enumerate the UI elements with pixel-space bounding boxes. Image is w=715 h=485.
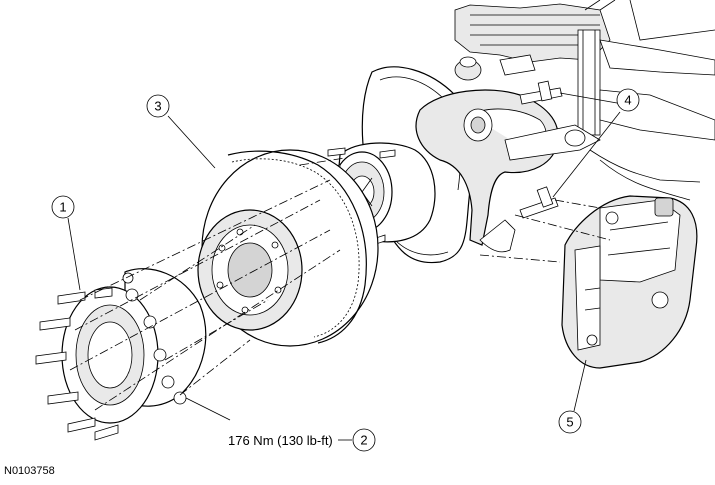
hub-assembly [35,268,207,441]
callout-3-label: 3 [154,99,161,114]
callout-2: 2 176 Nm (130 lb-ft) [185,397,376,452]
brake-caliper [561,195,698,369]
callout-2-label: 2 [360,433,367,448]
caliper-bolt [519,186,559,219]
callout-4-label: 4 [624,93,631,108]
torque-spec: 176 Nm (130 lb-ft) [228,433,333,448]
callout-3: 3 [146,94,216,169]
callout-5-label: 5 [566,415,573,430]
brake-rotor [197,149,379,347]
callout-1: 1 [51,195,81,291]
callout-4: 4 [552,88,640,198]
hub-mounting-bolts [122,272,187,405]
figure-id: N0103758 [4,465,55,477]
callout-5: 5 [558,359,587,434]
assembly-centerlines [69,157,611,411]
callout-1-label: 1 [59,200,66,215]
